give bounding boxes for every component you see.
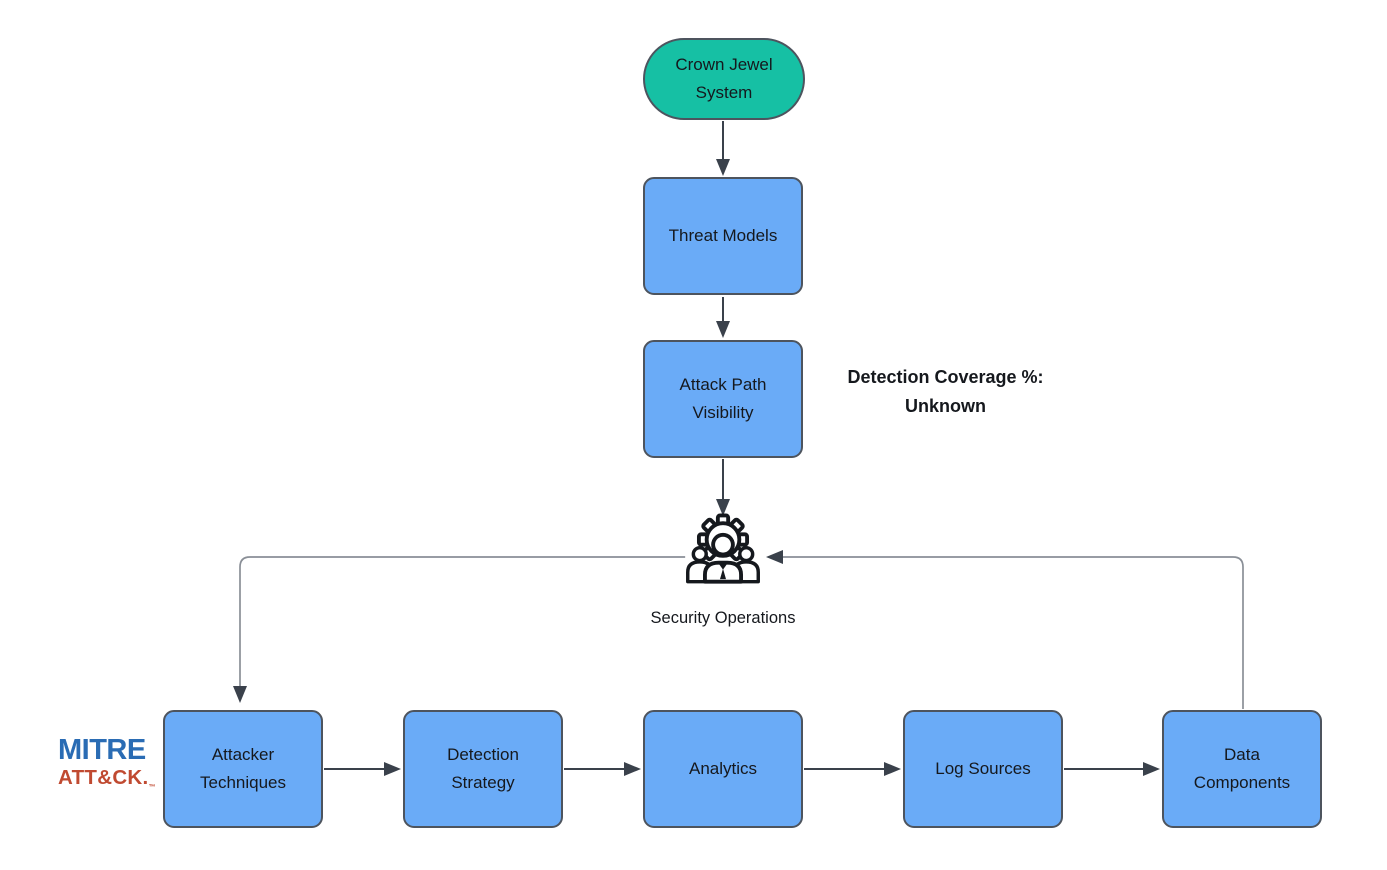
node-label: Attacker Techniques xyxy=(199,745,286,792)
detection-coverage-label: Detection Coverage %: xyxy=(847,367,1044,387)
node-label: Analytics xyxy=(688,759,758,779)
trademark-mark: ™ xyxy=(148,784,156,792)
arrowhead-down-icon xyxy=(716,159,730,176)
arrowhead-down-icon xyxy=(233,686,247,703)
node-analytics[interactable]: Analytics xyxy=(643,710,803,828)
security-operations-icon[interactable] xyxy=(680,512,766,598)
node-data-components[interactable]: Data Components xyxy=(1162,710,1322,828)
arrowhead-left-icon xyxy=(766,550,783,564)
mitre-wordmark: MITRE xyxy=(58,734,146,766)
detection-coverage-value: Unknown xyxy=(905,395,986,416)
node-label: Detection Strategy xyxy=(447,745,519,792)
arrowhead-down-icon xyxy=(716,499,730,516)
node-label: Threat Models xyxy=(668,226,778,246)
edge-data-to-secops xyxy=(783,556,1244,709)
arrowhead-down-icon xyxy=(716,321,730,338)
arrowhead-right-icon xyxy=(624,762,641,776)
arrowhead-right-icon xyxy=(1143,762,1160,776)
security-operations-label: Security Operations xyxy=(650,609,796,627)
attack-wordmark: ATT&CK.™ xyxy=(58,766,156,792)
node-threat-models[interactable]: Threat Models xyxy=(643,177,803,295)
node-log-sources[interactable]: Log Sources xyxy=(903,710,1063,828)
detection-coverage-annotation: Detection Coverage %: Unknown xyxy=(818,363,1073,421)
node-label: Log Sources xyxy=(935,759,1031,779)
mitre-attack-logo: MITRE ATT&CK.™ xyxy=(58,734,156,792)
node-crown-jewel-system[interactable]: Crown Jewel System xyxy=(643,38,805,120)
attack-text: ATT&CK. xyxy=(58,766,149,789)
arrowhead-right-icon xyxy=(384,762,401,776)
node-label: Data Components xyxy=(1193,745,1291,792)
node-label: Attack Path Visibility xyxy=(679,375,767,422)
arrowhead-right-icon xyxy=(884,762,901,776)
node-attacker-techniques[interactable]: Attacker Techniques xyxy=(163,710,323,828)
node-label: Crown Jewel System xyxy=(675,55,773,102)
node-detection-strategy[interactable]: Detection Strategy xyxy=(403,710,563,828)
node-attack-path-visibility[interactable]: Attack Path Visibility xyxy=(643,340,803,458)
edge-secops-to-attacker xyxy=(239,556,687,686)
